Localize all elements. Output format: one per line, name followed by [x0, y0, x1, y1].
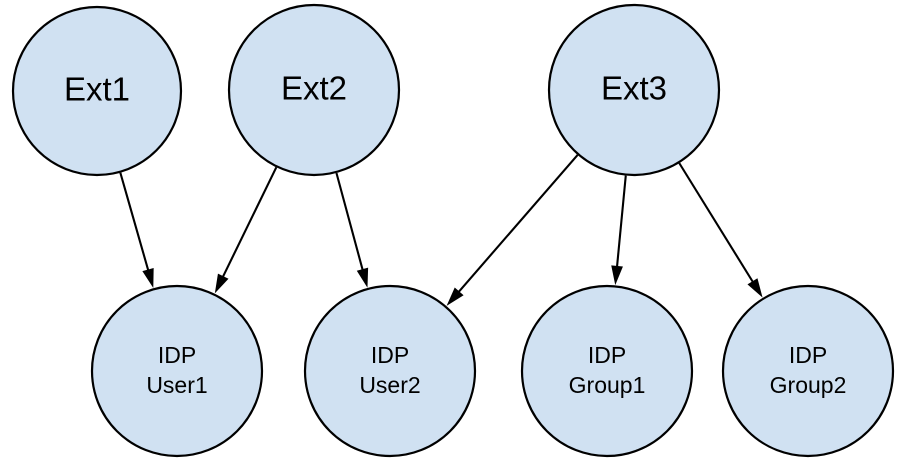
node-circle[interactable]	[90, 284, 264, 458]
nodes-layer: Ext1 Ext2 Ext3IDPUser1IDPUser2IDPGroup1IDP…	[11, 3, 895, 458]
node-circle[interactable]	[227, 3, 401, 177]
node-circle[interactable]	[547, 3, 721, 177]
edge-arrowhead	[142, 267, 154, 289]
node-circle[interactable]	[721, 284, 895, 458]
edge-line	[615, 175, 627, 270]
graph-node-ext3[interactable]: Ext3	[547, 3, 721, 177]
graph-edge-ext3-to-group2	[678, 162, 763, 298]
edge-arrowhead	[747, 278, 763, 298]
graph-edge-ext3-to-user2	[446, 154, 579, 306]
node-circle[interactable]	[520, 284, 694, 458]
node-circle[interactable]	[11, 5, 183, 177]
edge-arrowhead	[214, 273, 229, 294]
edge-arrowhead	[446, 287, 464, 306]
node-circle[interactable]	[303, 284, 477, 458]
edge-arrowhead	[611, 265, 623, 286]
graph-edge-ext3-to-group1	[611, 175, 627, 286]
edge-line	[220, 166, 278, 281]
graph-edge-ext2-to-user1	[214, 166, 278, 294]
edge-line	[678, 162, 756, 286]
graph-node-ext1[interactable]: Ext1	[11, 5, 183, 177]
edge-arrowhead	[356, 267, 369, 288]
graph-node-ext2[interactable]: Ext2	[227, 3, 401, 177]
edge-line	[119, 172, 151, 274]
graph-edge-ext2-to-user2	[335, 172, 369, 288]
graph-edge-ext1-to-user1	[119, 172, 154, 289]
edges-layer	[119, 154, 763, 306]
edge-line	[455, 154, 579, 295]
edge-line	[335, 172, 365, 274]
